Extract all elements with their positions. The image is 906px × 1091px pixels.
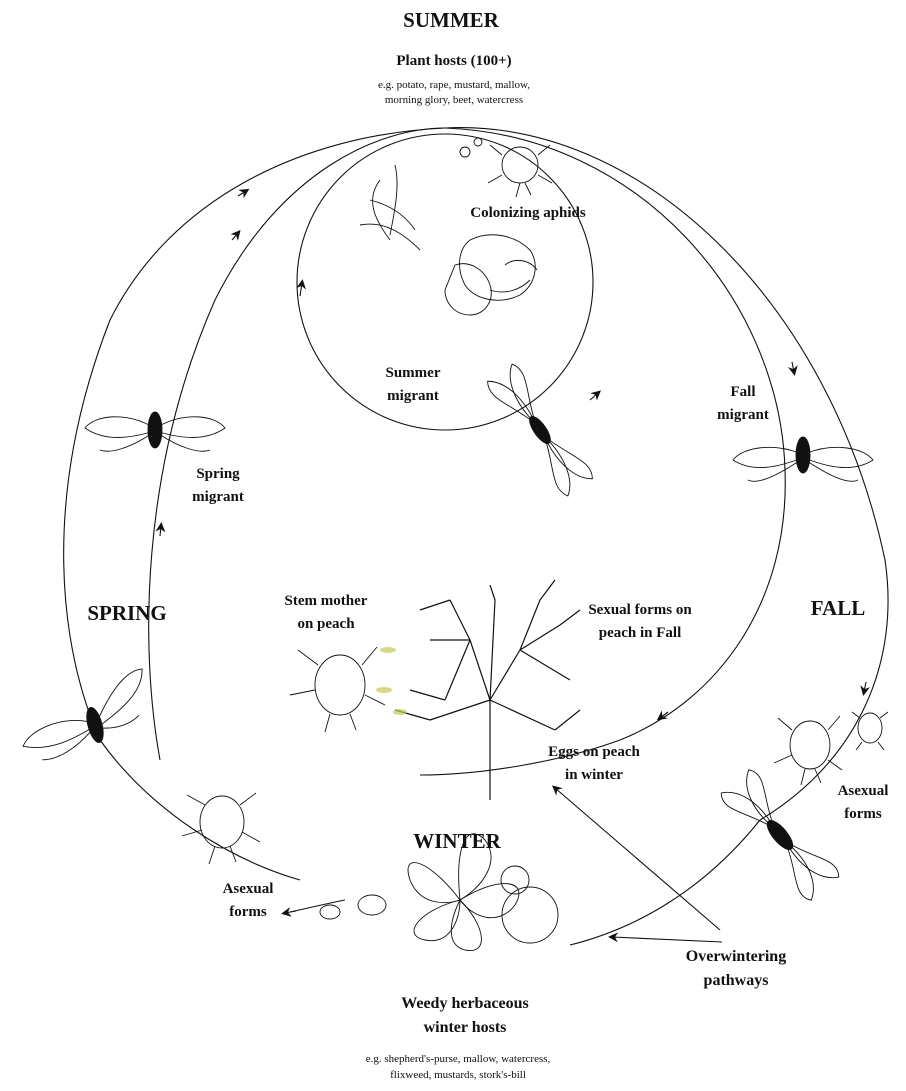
label-summer-migrant-1: Summer	[386, 365, 441, 381]
outer-spring-cycle	[64, 128, 445, 880]
label-stem-mother-2: on peach	[297, 616, 355, 632]
season-spring: SPRING	[87, 601, 166, 625]
fall-asexual-migrant-aphid-icon	[718, 767, 841, 902]
label-sexual-forms-1: Sexual forms on	[588, 602, 692, 618]
stem-mother-aphid-icon	[290, 647, 385, 732]
spring-return-pathway	[290, 900, 345, 912]
fall-migrant-aphid-icon	[733, 437, 873, 481]
arrow-spring-cycle	[232, 233, 238, 240]
arrow-asexual-left	[285, 911, 296, 913]
label-overwintering-2: pathways	[704, 972, 769, 989]
arrow-spring-outer	[238, 191, 246, 196]
winter-hosts-examples-2: flixweed, mustards, stork's-bill	[390, 1069, 526, 1081]
label-asexual-right-1: Asexual	[838, 783, 889, 799]
summer-hosts-title: Plant hosts (100+)	[396, 53, 511, 69]
summer-host-plants	[360, 138, 552, 315]
winter-hosts-title-1: Weedy herbaceous	[401, 995, 529, 1012]
season-winter: WINTER	[413, 829, 501, 853]
label-asexual-right-2: forms	[844, 806, 882, 822]
asexual-aphid-left-icon	[182, 793, 260, 864]
arrow-fall-migrant	[792, 362, 794, 372]
label-overwintering-1: Overwintering	[686, 948, 786, 965]
label-sexual-forms-2: peach in Fall	[599, 625, 682, 641]
inner-primary-cycle	[149, 128, 445, 760]
winter-hosts-examples-1: e.g. shepherd's-purse, mallow, watercres…	[366, 1053, 551, 1065]
winter-hosts-title-2: winter hosts	[424, 1019, 507, 1036]
arrow-fall-asexual	[864, 682, 866, 692]
label-asexual-left-1: Asexual	[223, 881, 274, 897]
summer-hosts-examples-1: e.g. potato, rape, mustard, mallow,	[378, 79, 530, 91]
arrow-summer-migrant	[590, 393, 598, 400]
arrow-summer-cycle	[300, 283, 302, 296]
summer-colonizing-cycle	[297, 134, 593, 430]
peach-leaf-highlights	[376, 647, 407, 715]
label-eggs-2: in winter	[565, 767, 623, 783]
asexual-aphids-right-icon	[774, 712, 888, 785]
label-colonizing-aphids: Colonizing aphids	[470, 205, 586, 221]
spring-outer-migrant-aphid-icon	[12, 669, 159, 765]
label-fall-migrant-2: migrant	[717, 407, 769, 423]
label-spring-migrant-2: migrant	[192, 489, 244, 505]
season-summer: SUMMER	[403, 8, 499, 32]
summer-migrant-aphid-icon	[485, 362, 595, 498]
spring-migrant-aphid-icon	[85, 412, 225, 451]
label-spring-migrant-1: Spring	[196, 466, 240, 482]
season-fall: FALL	[811, 596, 865, 620]
label-stem-mother-1: Stem mother	[285, 593, 368, 609]
outer-summer-fall-cycle	[420, 128, 785, 775]
arrow-overwinter-1	[555, 788, 720, 930]
label-asexual-left-2: forms	[229, 904, 267, 920]
summer-hosts-examples-2: morning glory, beet, watercress	[385, 94, 523, 106]
label-eggs-1: Eggs on peach	[548, 744, 640, 760]
arrow-spring-migrant	[160, 526, 161, 536]
arrow-overwinter-2	[612, 937, 722, 942]
label-summer-migrant-2: migrant	[387, 388, 439, 404]
label-fall-migrant-1: Fall	[731, 384, 756, 400]
peach-tree-icon	[395, 580, 580, 800]
